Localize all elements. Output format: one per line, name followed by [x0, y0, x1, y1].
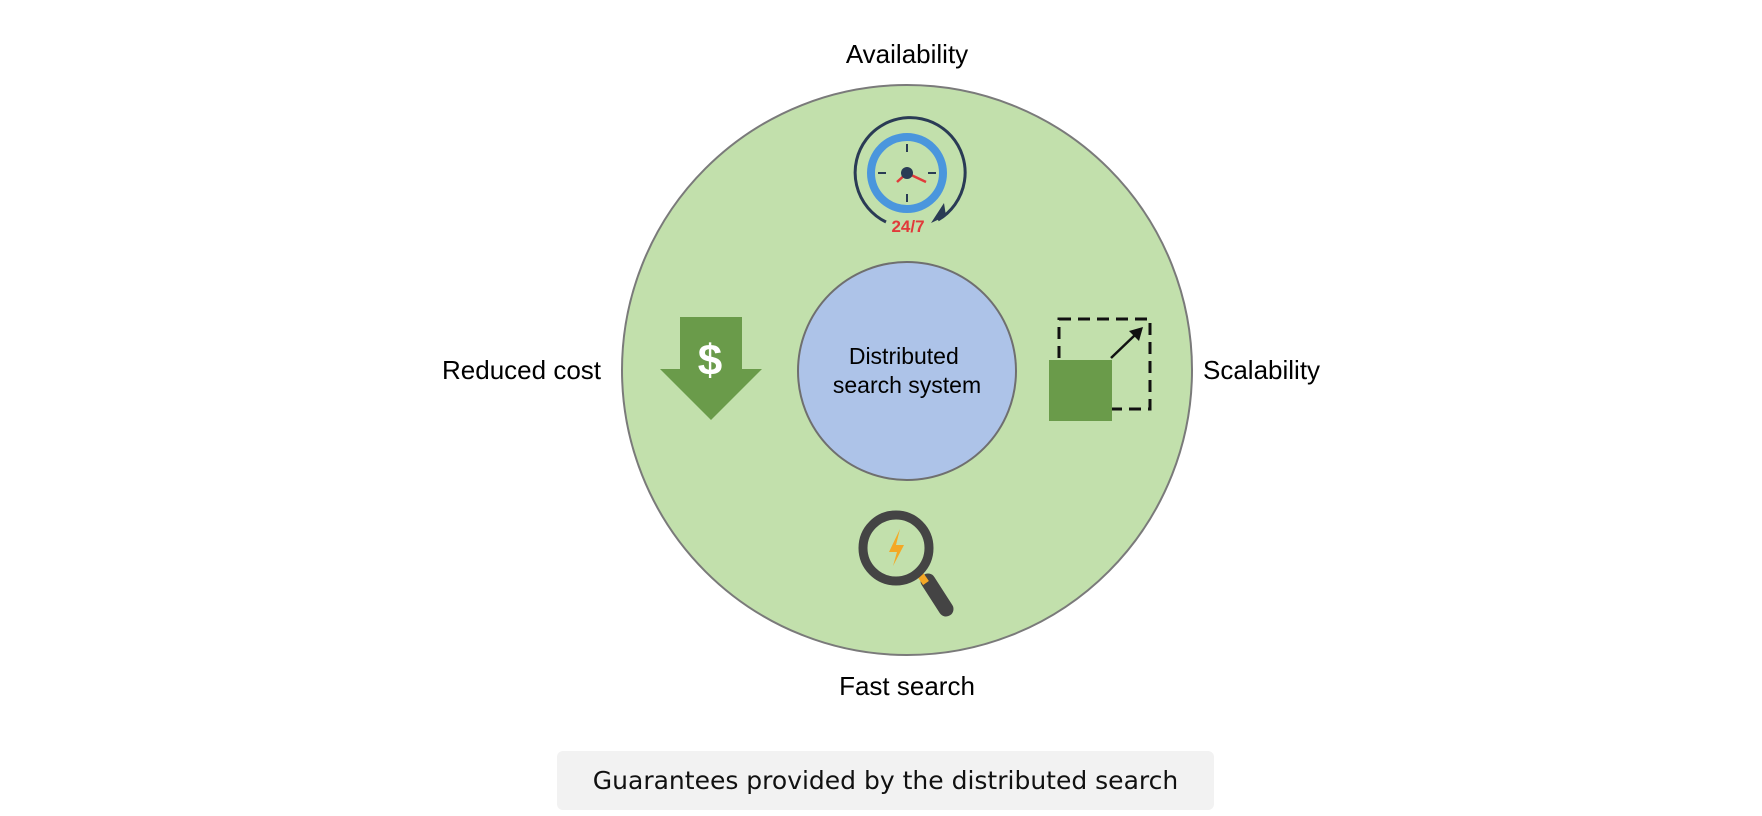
caption: Guarantees provided by the distributed s… — [557, 751, 1214, 810]
dollar-symbol: $ — [698, 336, 722, 385]
center-label: Distributed search system — [833, 343, 981, 398]
center-circle — [797, 261, 1017, 481]
label-reduced-cost: Reduced cost — [442, 355, 602, 385]
clock-24-7-icon: 24/7 — [853, 116, 967, 236]
cost-down-arrow-icon: $ — [660, 317, 762, 420]
fast-search-magnifier-icon — [858, 510, 954, 617]
clock-24-7-text: 24/7 — [891, 217, 924, 236]
label-scalability: Scalability — [1203, 355, 1320, 385]
scale-up-icon — [1049, 317, 1152, 421]
label-fast-search: Fast search — [839, 671, 975, 701]
label-availability: Availability — [846, 39, 968, 69]
